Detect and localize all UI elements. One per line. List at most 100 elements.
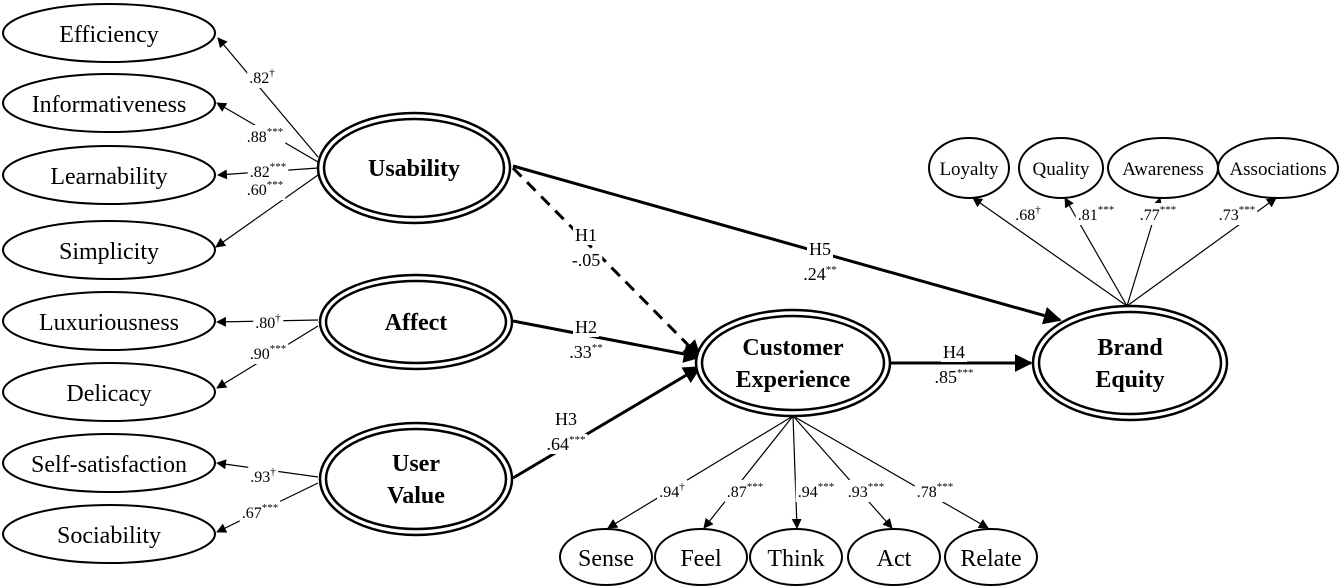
- indicator-label: Informativeness: [32, 92, 187, 118]
- indicator-label: Sense: [578, 546, 634, 572]
- indicator-relate: Relate: [944, 528, 1038, 586]
- indicator-ellipse: [944, 528, 1038, 586]
- indicator-label: Self-satisfaction: [31, 452, 187, 478]
- label-halo: [573, 317, 599, 337]
- loading-label-sense: .94†: [659, 481, 685, 501]
- loading-label-relate: .78***: [917, 481, 954, 501]
- latent-label: Equity: [1095, 367, 1164, 393]
- indicator-luxuriousness: Luxuriousness: [2, 291, 216, 351]
- indicator-ellipse: [2, 291, 216, 351]
- indicator-ellipse: [2, 362, 216, 422]
- latent-label: Customer: [742, 335, 844, 361]
- label-halo: [248, 465, 279, 487]
- indicator-loyalty: Loyalty: [928, 137, 1010, 199]
- indicator-label: Feel: [680, 546, 722, 572]
- indicator-quality: Quality: [1018, 137, 1104, 199]
- indicator-label: Sociability: [57, 523, 161, 549]
- loading-line-quality: [1064, 197, 1128, 307]
- indicator-ellipse: [2, 220, 216, 280]
- indicator-label: Efficiency: [59, 22, 159, 48]
- indicator-ellipse: [559, 528, 653, 586]
- loading-label-informativeness: .88***: [247, 126, 284, 146]
- indicator-simplicity: Simplicity: [2, 220, 216, 280]
- latent-label: Value: [387, 483, 445, 509]
- indicator-label: Awareness: [1122, 159, 1204, 180]
- label-halo: [845, 480, 887, 502]
- label-halo: [724, 480, 766, 502]
- label-halo: [932, 367, 976, 387]
- label-halo: [1075, 203, 1117, 225]
- label-halo: [244, 125, 286, 147]
- path-label-h1: H1: [575, 225, 597, 245]
- label-halo: [914, 480, 956, 502]
- loading-line-efficiency: [217, 37, 319, 158]
- indicator-ellipse: [1018, 137, 1104, 199]
- indicator-ellipse: [749, 528, 843, 586]
- label-halo: [544, 434, 588, 454]
- loading-label-quality: .81***: [1078, 204, 1115, 224]
- path-coef-h3: .64***: [547, 434, 586, 454]
- label-halo: [239, 501, 281, 523]
- path-h5: [512, 164, 1062, 325]
- label-halo: [801, 264, 839, 284]
- latent-label: User: [392, 451, 440, 477]
- latent-inner-ring: [700, 314, 886, 412]
- loading-line-sense: [607, 415, 794, 529]
- label-halo: [573, 225, 599, 245]
- indicator-awareness: Awareness: [1107, 137, 1219, 199]
- label-halo: [247, 66, 278, 88]
- latent-inner-ring: [322, 117, 506, 219]
- label-halo: [247, 342, 289, 364]
- loading-line-act: [792, 415, 893, 529]
- indicator-ellipse: [2, 3, 216, 63]
- latent-usability: Usability: [316, 111, 512, 225]
- path-coef-h4: .85***: [935, 367, 974, 387]
- loading-line-simplicity: [215, 174, 319, 248]
- path-h3: [512, 365, 702, 480]
- indicator-ellipse: [2, 73, 216, 133]
- loading-label-delicacy: .90***: [250, 343, 287, 363]
- loading-label-self-satisfaction: .93†: [250, 466, 276, 486]
- indicator-ellipse: [654, 528, 748, 586]
- indicator-self-satisfaction: Self-satisfaction: [2, 433, 216, 493]
- loading-label-awareness: .77***: [1140, 204, 1177, 224]
- indicator-ellipse: [2, 504, 216, 564]
- indicator-associations: Associations: [1217, 137, 1339, 199]
- indicator-sense: Sense: [559, 528, 653, 586]
- indicator-label: Quality: [1033, 159, 1090, 180]
- indicator-feel: Feel: [654, 528, 748, 586]
- path-label-h2: H2: [575, 317, 597, 337]
- label-halo: [567, 342, 605, 362]
- loading-label-associations: .73***: [1219, 204, 1256, 224]
- latent-affect: Affect: [318, 273, 514, 371]
- indicator-label: Associations: [1229, 159, 1326, 180]
- indicator-ellipse: [847, 528, 941, 586]
- indicator-informativeness: Informativeness: [2, 73, 216, 133]
- label-halo: [941, 342, 967, 362]
- indicator-label: Delicacy: [66, 381, 151, 407]
- path-label-h4: H4: [943, 342, 965, 362]
- indicator-ellipse: [2, 145, 216, 205]
- label-halo: [569, 250, 603, 270]
- indicator-ellipse: [1217, 137, 1339, 199]
- indicator-learnability: Learnability: [2, 145, 216, 205]
- path-h1: [511, 166, 702, 359]
- indicator-ellipse: [928, 137, 1010, 199]
- indicator-label: Act: [877, 546, 912, 572]
- loading-label-loyalty: .68†: [1015, 204, 1041, 224]
- label-halo: [657, 480, 688, 502]
- loading-label-think: .94***: [798, 481, 835, 501]
- loading-line-relate: [792, 415, 989, 529]
- label-halo: [1216, 203, 1258, 225]
- loading-label-act: .93***: [848, 481, 885, 501]
- path-h2: [512, 319, 702, 363]
- path-coef-h5: .24**: [803, 264, 837, 284]
- indicator-act: Act: [847, 528, 941, 586]
- latent-label: Affect: [385, 310, 448, 336]
- label-halo: [247, 160, 289, 182]
- latent-inner-ring: [324, 279, 508, 365]
- latent-label: Usability: [368, 156, 460, 182]
- indicator-think: Think: [749, 528, 843, 586]
